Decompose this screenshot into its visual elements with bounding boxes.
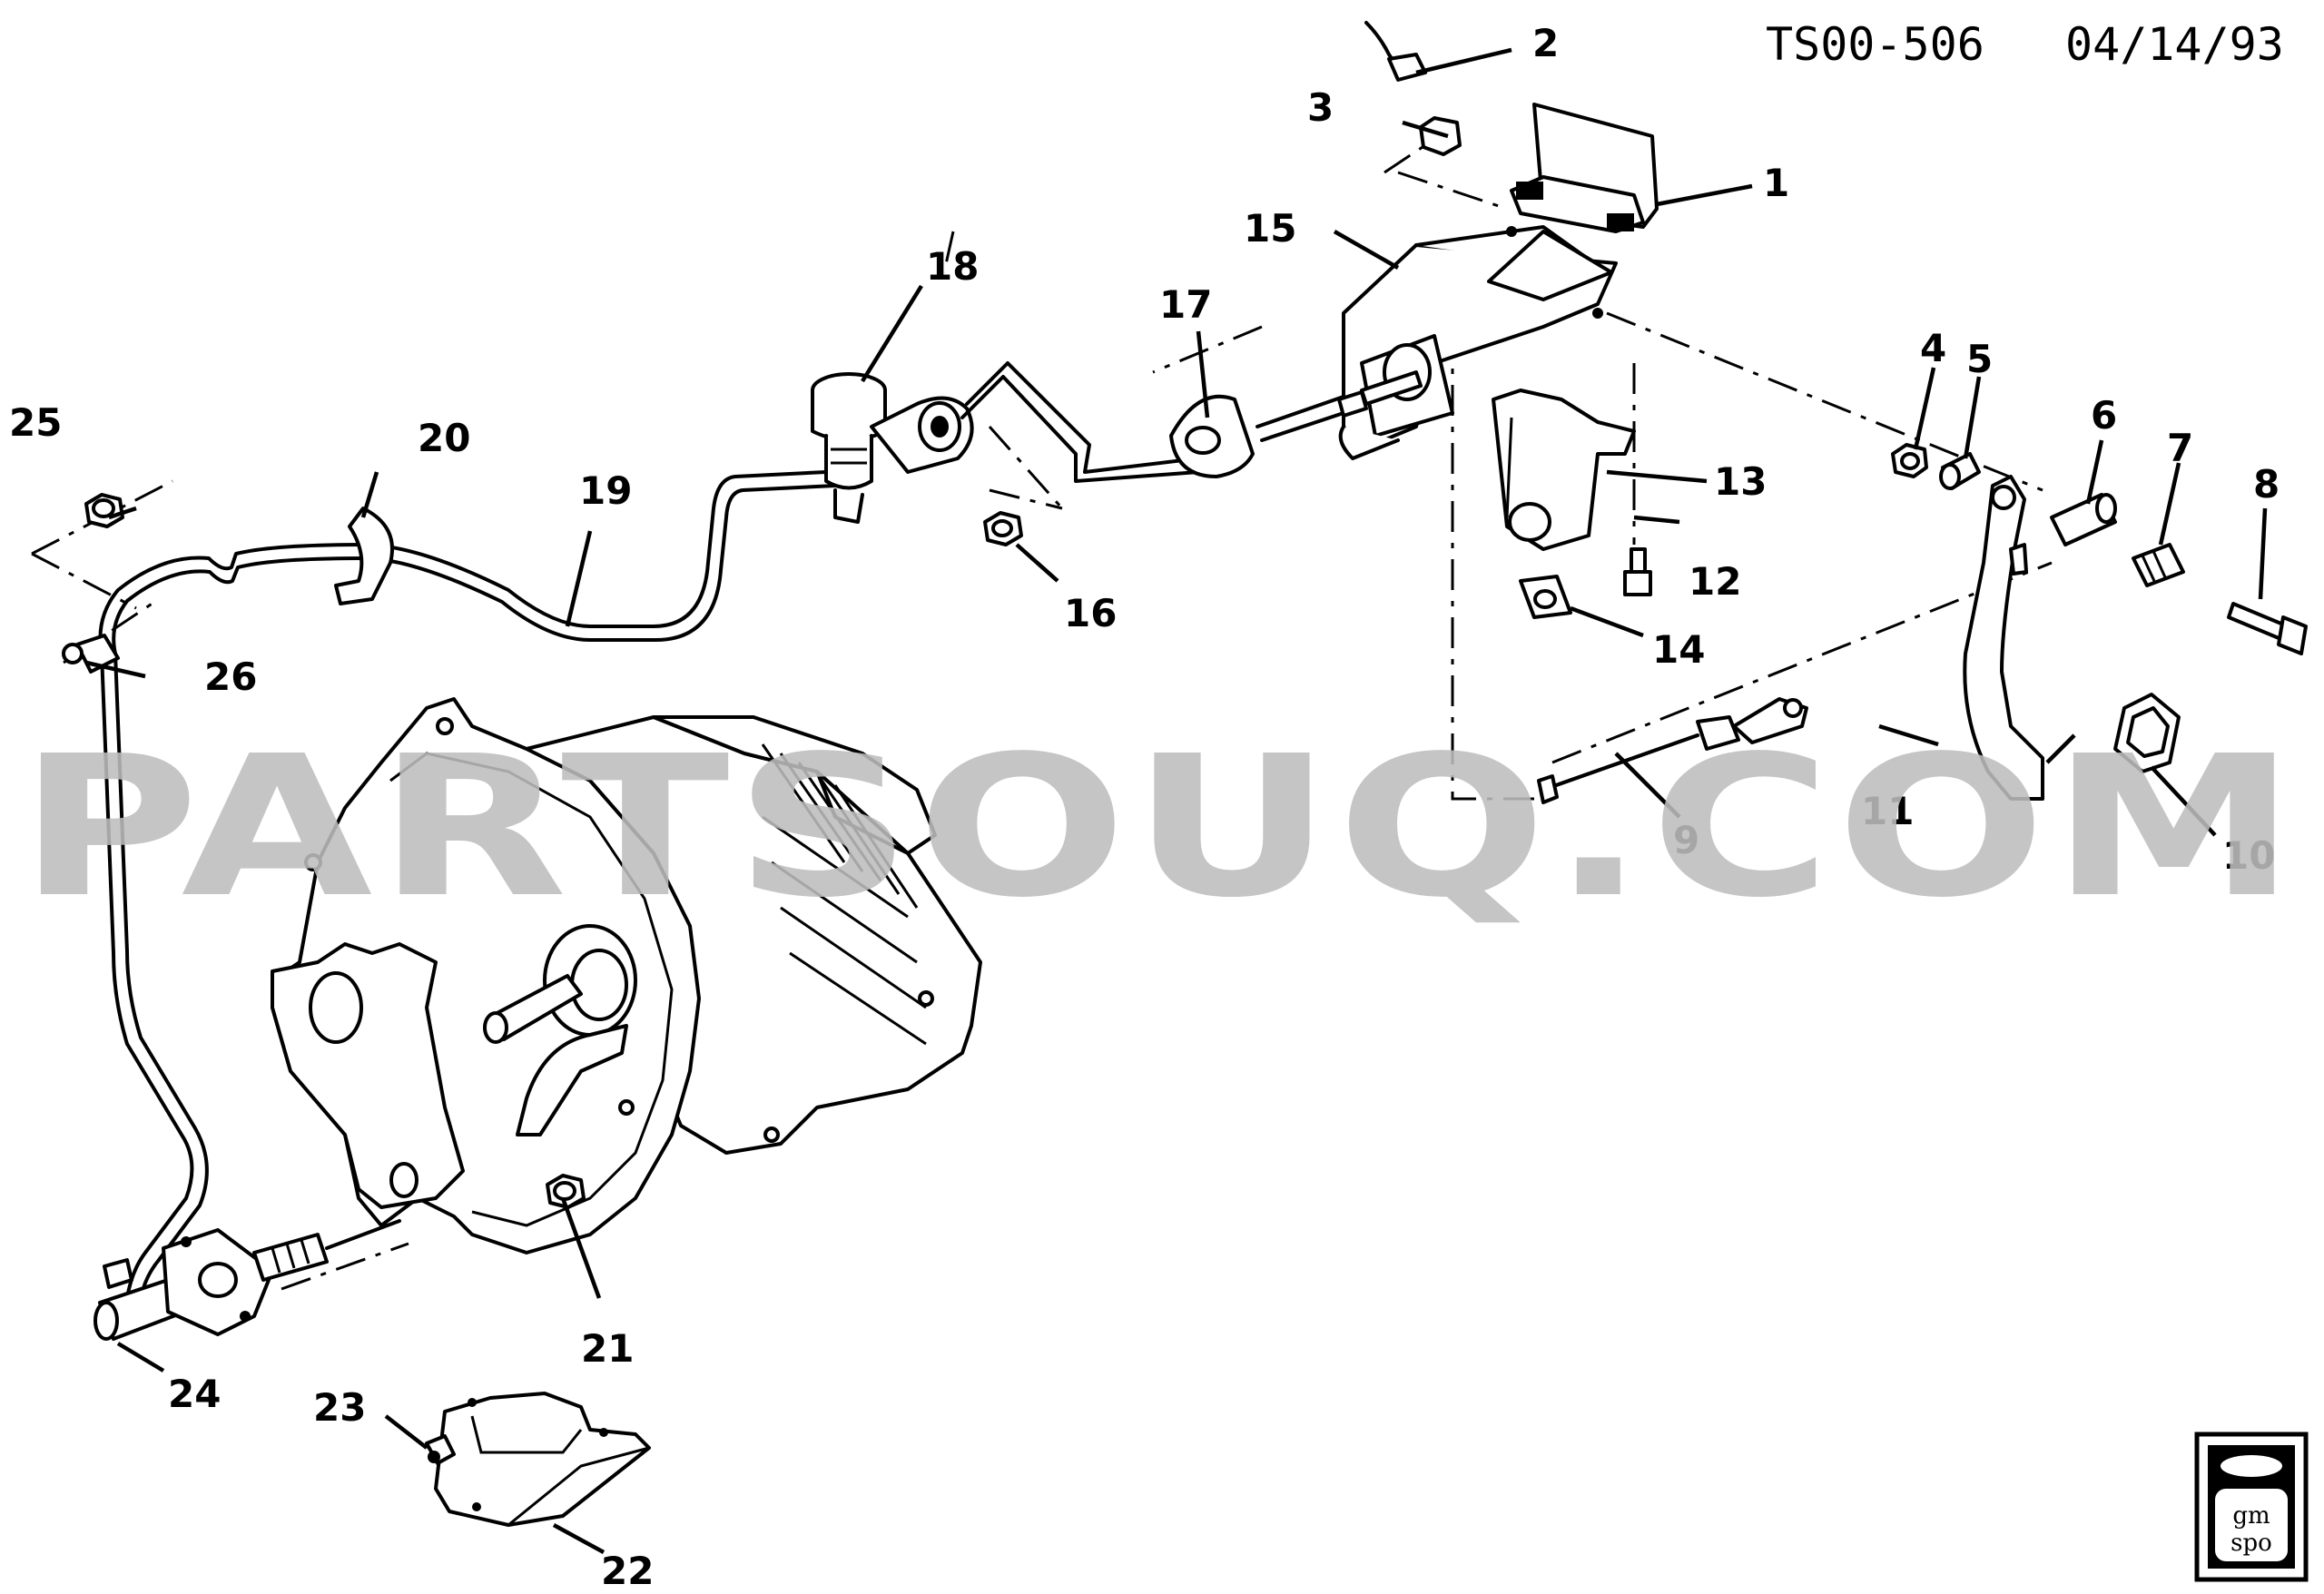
bracket-1 — [1510, 103, 1659, 233]
callout-23: 23 — [313, 1385, 366, 1430]
callout-11: 11 — [1861, 789, 1914, 833]
callout-10: 10 — [2222, 833, 2275, 878]
callout-9: 9 — [1673, 818, 1699, 862]
pushrod-9 — [1537, 697, 1808, 804]
transmission-assembly — [271, 697, 982, 1255]
callout-13: 13 — [1714, 459, 1767, 504]
retainer-3 — [1419, 116, 1462, 156]
callout-1: 1 — [1763, 161, 1789, 205]
callout-7: 7 — [2167, 426, 2193, 470]
pipe-clip-20 — [334, 507, 394, 605]
bushing-5 — [1939, 452, 1981, 490]
nut-plate-14 — [1519, 575, 1572, 619]
hydraulic-pipe — [98, 470, 837, 1300]
callout-26: 26 — [204, 654, 257, 699]
bolt-8 — [2227, 602, 2308, 655]
switch-2 — [1364, 21, 1427, 82]
logo-line-1: gm — [2232, 1502, 2270, 1530]
bolt-23 — [425, 1434, 456, 1465]
callout-4: 4 — [1920, 326, 1946, 370]
callout-18: 18 — [926, 244, 979, 289]
diagram-code: TS00-506 — [1766, 18, 1984, 71]
callout-6: 6 — [2091, 393, 2117, 438]
slave-cylinder-24 — [94, 1219, 401, 1341]
case-ribs — [761, 743, 927, 1046]
callout-2: 2 — [1532, 21, 1559, 65]
callout-20: 20 — [418, 416, 470, 460]
nut-16 — [983, 511, 1023, 546]
callout-17: 17 — [1159, 282, 1212, 327]
bolt-12 — [1623, 547, 1652, 596]
callout-5: 5 — [1966, 337, 1993, 381]
callout-12: 12 — [1689, 559, 1741, 604]
logo-line-2: spo — [2230, 1530, 2272, 1557]
callout-16: 16 — [1064, 591, 1117, 635]
gm-spo-logo: gm spo — [2194, 1432, 2309, 1582]
gasket-17 — [1169, 389, 1364, 478]
diagram-date: 04/14/93 — [2065, 18, 2284, 71]
nut-4 — [1891, 443, 1928, 478]
pedal-support-13 — [1492, 389, 1636, 551]
spacer-6 — [2050, 493, 2117, 546]
callout-labels: 1 2 3 4 5 6 7 8 9 10 11 12 13 14 15 16 1… — [9, 21, 2280, 1593]
callout-24: 24 — [168, 1372, 221, 1416]
callout-14: 14 — [1652, 627, 1705, 672]
watermark-text: PARTSOUQ.COM — [18, 714, 2301, 940]
callout-15: 15 — [1244, 206, 1296, 251]
callout-3: 3 — [1307, 85, 1334, 130]
callout-21: 21 — [581, 1326, 634, 1371]
leader-lines — [85, 47, 2268, 1554]
shield-22 — [434, 1392, 651, 1527]
callout-19: 19 — [579, 468, 632, 513]
nut-25 — [84, 493, 124, 528]
clutch-master-cylinder-18 — [811, 361, 1200, 524]
callout-22: 22 — [601, 1549, 654, 1593]
callout-8: 8 — [2253, 462, 2280, 507]
pedal-bracket-15 — [1337, 225, 1618, 460]
callout-25: 25 — [9, 400, 62, 445]
clutch-pedal-11 — [1963, 475, 2044, 801]
pedal-pad-10 — [2113, 693, 2181, 773]
bushing-7 — [2132, 543, 2185, 587]
